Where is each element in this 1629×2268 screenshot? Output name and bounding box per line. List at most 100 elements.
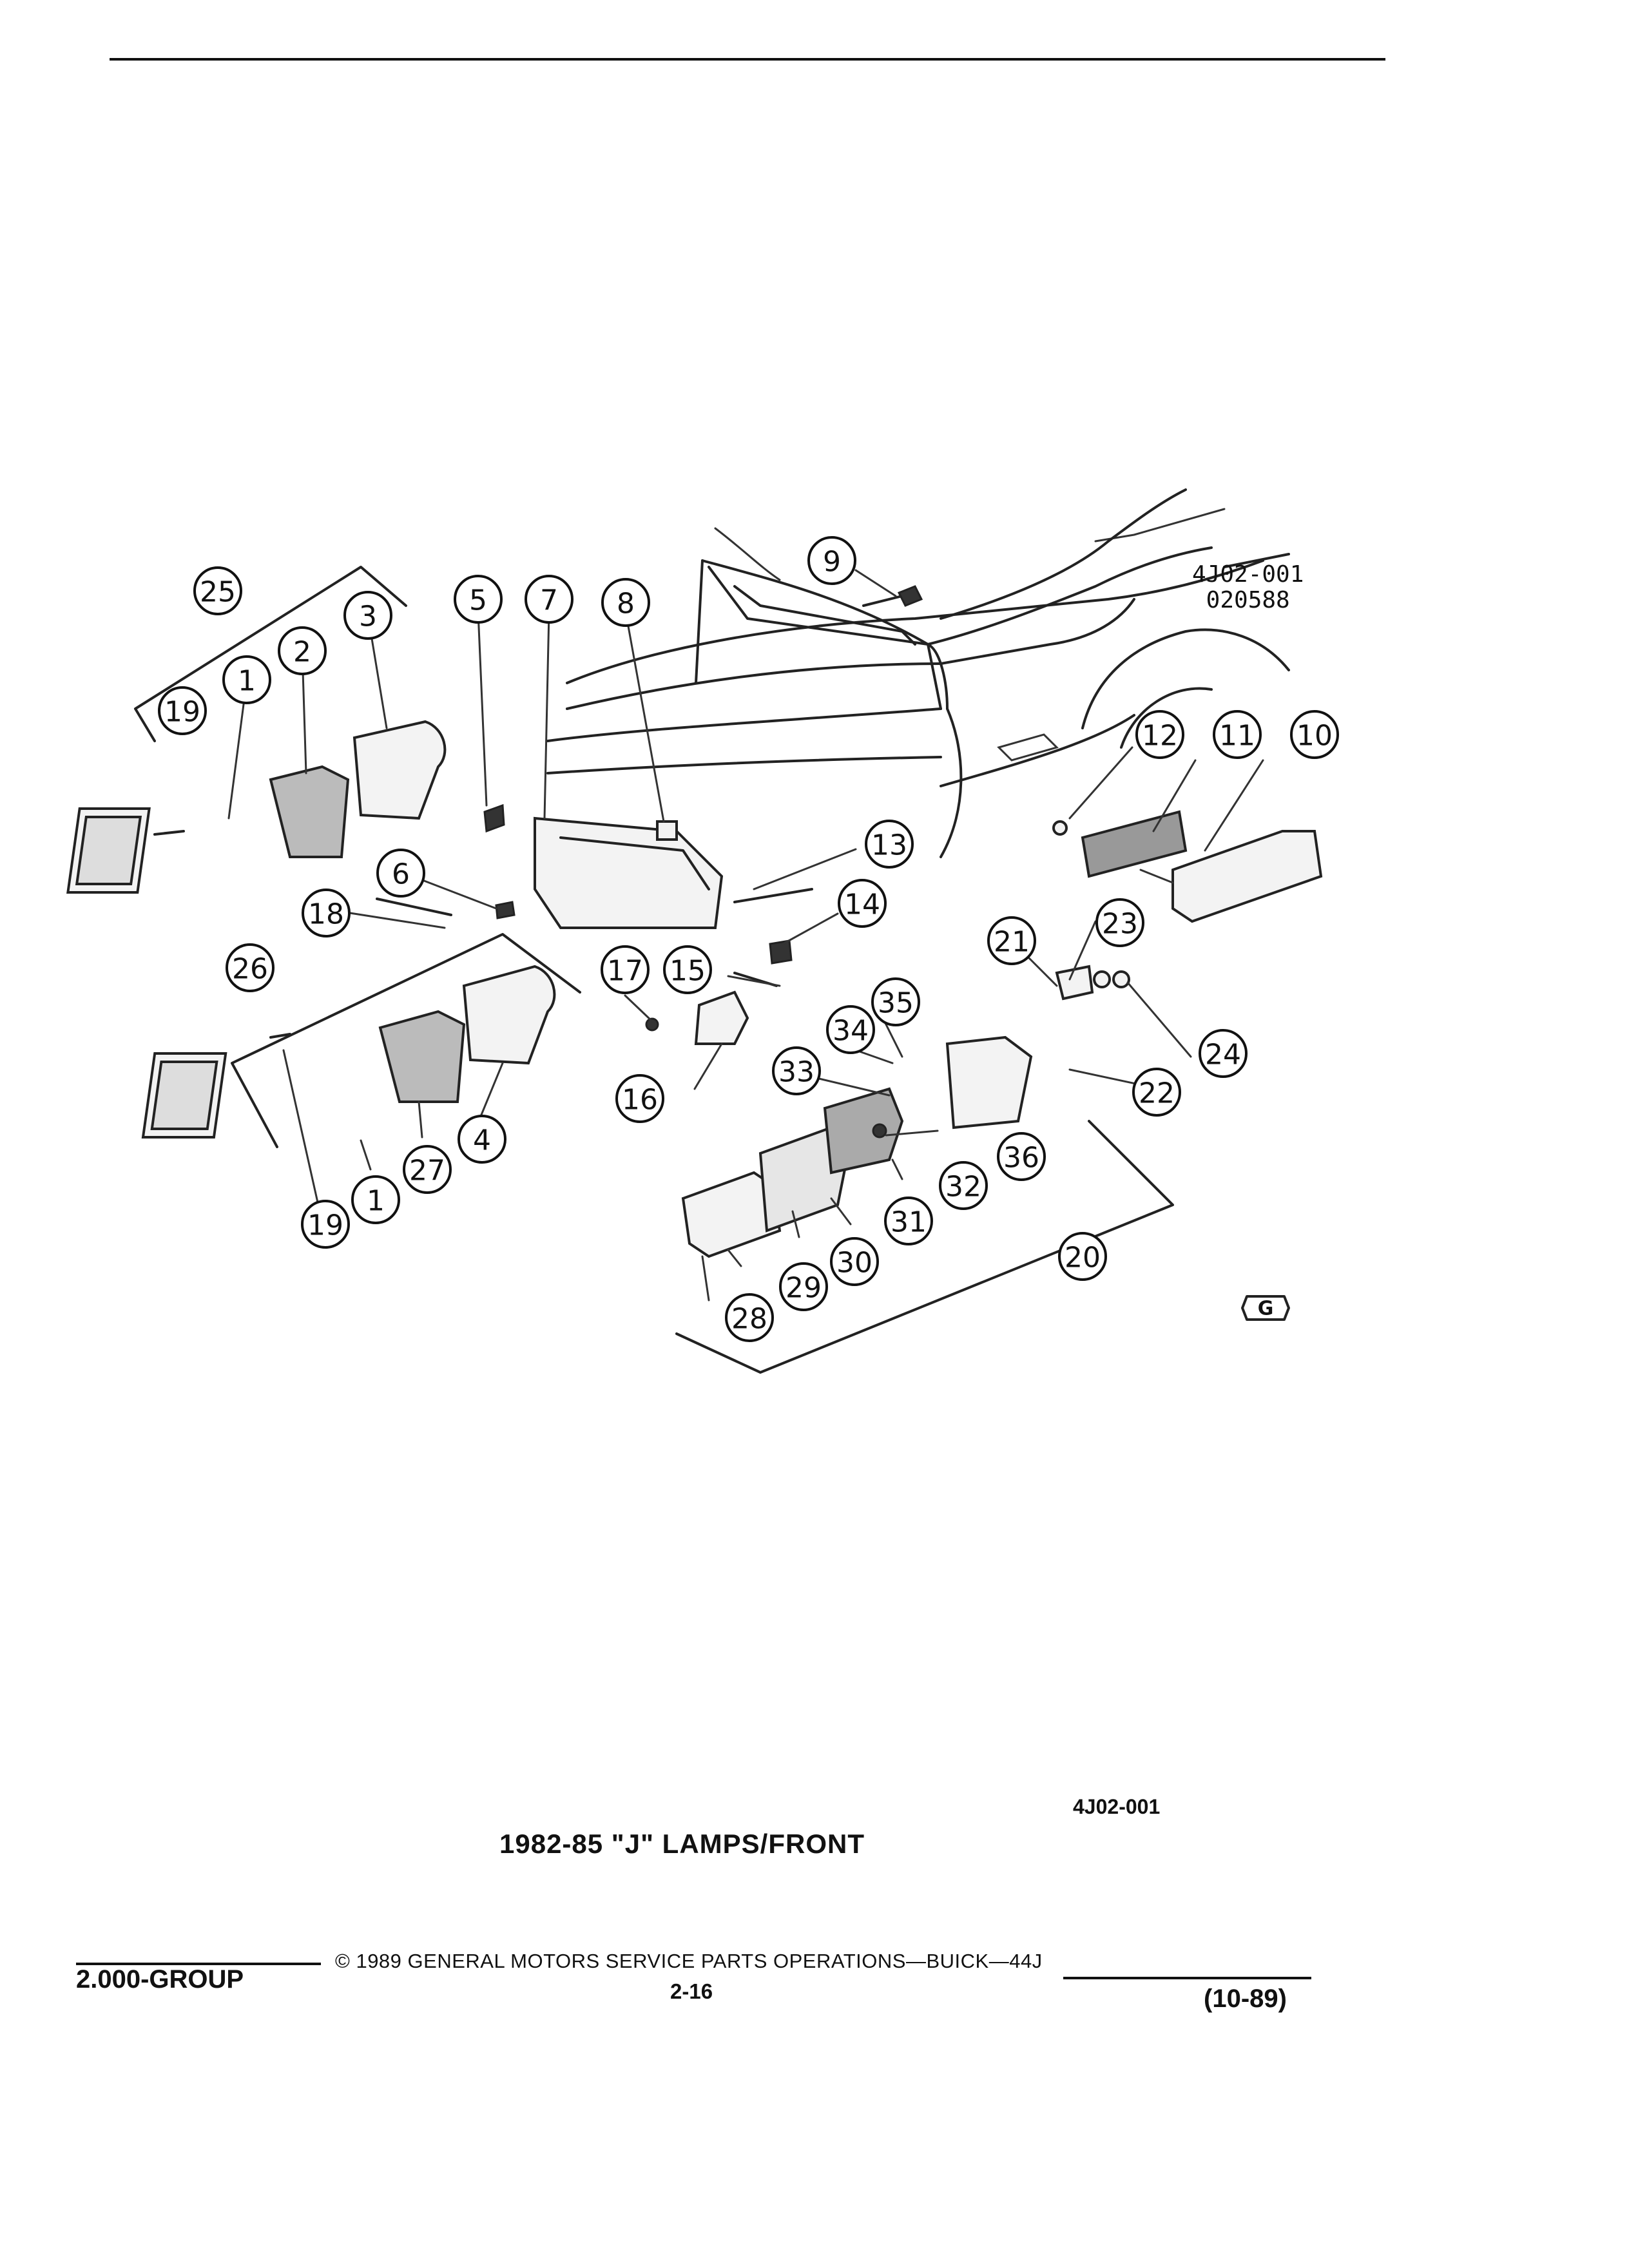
figure-date-line: 020588 bbox=[1206, 587, 1290, 613]
callout-24: 24 bbox=[1199, 1029, 1248, 1078]
callout-label: 21 bbox=[994, 926, 1030, 959]
callout-16: 16 bbox=[615, 1074, 664, 1123]
group-bracket-26 bbox=[231, 933, 581, 1148]
callout-label: 1 bbox=[238, 665, 256, 698]
callout-13: 13 bbox=[865, 820, 914, 869]
callout-circle bbox=[1213, 710, 1262, 759]
callout-25: 25 bbox=[193, 566, 242, 615]
callout-circle bbox=[884, 1196, 933, 1245]
callout-label: 1 bbox=[367, 1185, 385, 1218]
lower-headlamp-group bbox=[141, 965, 556, 1139]
callout-label: 36 bbox=[1003, 1142, 1039, 1175]
callout-35: 35 bbox=[871, 977, 920, 1026]
callout-label: 15 bbox=[670, 955, 706, 988]
callout-circle bbox=[1132, 1068, 1181, 1117]
park-lamp-group bbox=[681, 965, 1130, 1258]
callout-label: 14 bbox=[844, 889, 880, 921]
callout-label: 16 bbox=[622, 1084, 658, 1117]
callout-28: 28 bbox=[725, 1293, 774, 1342]
group-bracket-25 bbox=[134, 566, 407, 742]
callout-9: 9 bbox=[807, 536, 856, 585]
callout-circle bbox=[376, 849, 425, 898]
callout-circle bbox=[865, 820, 914, 869]
footer-rule-right bbox=[1063, 1977, 1311, 1979]
callout-label: 2 bbox=[293, 636, 311, 669]
callout-19: 19 bbox=[158, 686, 207, 735]
callout-label: 23 bbox=[1102, 908, 1138, 941]
callout-circle bbox=[987, 916, 1036, 965]
callout-circle bbox=[1135, 710, 1184, 759]
callout-label: 25 bbox=[200, 576, 236, 609]
callout-label: 20 bbox=[1065, 1242, 1101, 1274]
callout-circle bbox=[454, 575, 503, 624]
callout-circle bbox=[939, 1161, 988, 1210]
callout-32: 32 bbox=[939, 1161, 988, 1210]
callout-circle bbox=[601, 945, 650, 994]
callout-circle bbox=[403, 1145, 452, 1194]
callout-19: 19 bbox=[301, 1200, 350, 1249]
callout-10: 10 bbox=[1290, 710, 1339, 759]
callout-circle bbox=[838, 879, 887, 928]
callout-label: 19 bbox=[164, 696, 200, 729]
figure-code-label: 4J02-001 020588 bbox=[1192, 562, 1304, 613]
callout-label: 22 bbox=[1139, 1077, 1175, 1110]
callout-label: 19 bbox=[307, 1209, 343, 1242]
callout-33: 33 bbox=[772, 1046, 821, 1095]
callout-17: 17 bbox=[601, 945, 650, 994]
callout-1: 1 bbox=[222, 655, 271, 704]
callout-27: 27 bbox=[403, 1145, 452, 1194]
callout-11: 11 bbox=[1213, 710, 1262, 759]
callout-1: 1 bbox=[351, 1175, 400, 1224]
footer-page-number: 2-16 bbox=[670, 1979, 713, 2003]
callout-label: 17 bbox=[607, 955, 643, 988]
callout-circle bbox=[193, 566, 242, 615]
callout-circle bbox=[1058, 1232, 1107, 1281]
callout-22: 22 bbox=[1132, 1068, 1181, 1117]
callout-label: 4 bbox=[473, 1124, 491, 1157]
callout-3: 3 bbox=[343, 591, 392, 640]
callout-31: 31 bbox=[884, 1196, 933, 1245]
side-marker-parts bbox=[1052, 810, 1323, 923]
callout-label: 3 bbox=[359, 601, 377, 633]
callout-circle bbox=[779, 1262, 828, 1311]
callout-7: 7 bbox=[525, 575, 574, 624]
callout-circle bbox=[615, 1074, 664, 1123]
callout-circle bbox=[826, 1005, 875, 1054]
callout-label: 31 bbox=[891, 1206, 927, 1239]
callout-circle bbox=[301, 1200, 350, 1249]
callout-circle bbox=[226, 943, 275, 992]
callout-circle bbox=[351, 1175, 400, 1224]
callout-circle bbox=[663, 945, 712, 994]
gm-parts-logo-icon: G bbox=[1241, 1295, 1290, 1321]
callout-label: 26 bbox=[232, 953, 268, 986]
callout-label: 32 bbox=[945, 1171, 981, 1204]
group-bracket-20 bbox=[675, 1120, 1174, 1374]
callout-label: 10 bbox=[1296, 720, 1333, 753]
callout-label: 27 bbox=[409, 1155, 445, 1187]
callout-circle bbox=[278, 626, 327, 675]
callout-label: 9 bbox=[823, 546, 841, 579]
svg-text:G: G bbox=[1258, 1298, 1274, 1320]
callout-circle bbox=[1095, 898, 1144, 947]
callout-4: 4 bbox=[458, 1115, 506, 1164]
footer-date: (10-89) bbox=[1204, 1984, 1287, 2013]
callout-label: 7 bbox=[540, 584, 558, 617]
upper-headlamp-group bbox=[66, 720, 447, 894]
callout-label: 13 bbox=[871, 829, 907, 862]
callout-23: 23 bbox=[1095, 898, 1144, 947]
callout-circle bbox=[601, 578, 650, 627]
callout-12: 12 bbox=[1135, 710, 1184, 759]
figure-code-line: 4J02-001 bbox=[1192, 561, 1304, 588]
callout-label: 6 bbox=[392, 858, 410, 891]
callout-30: 30 bbox=[830, 1237, 879, 1286]
callout-circle bbox=[830, 1237, 879, 1286]
footer-rule-left bbox=[76, 1963, 321, 1965]
callout-8: 8 bbox=[601, 578, 650, 627]
callout-circle bbox=[772, 1046, 821, 1095]
callout-label: 30 bbox=[836, 1247, 872, 1280]
callout-circle bbox=[725, 1293, 774, 1342]
callout-18: 18 bbox=[302, 889, 351, 937]
callout-26: 26 bbox=[226, 943, 275, 992]
callout-circle bbox=[525, 575, 574, 624]
